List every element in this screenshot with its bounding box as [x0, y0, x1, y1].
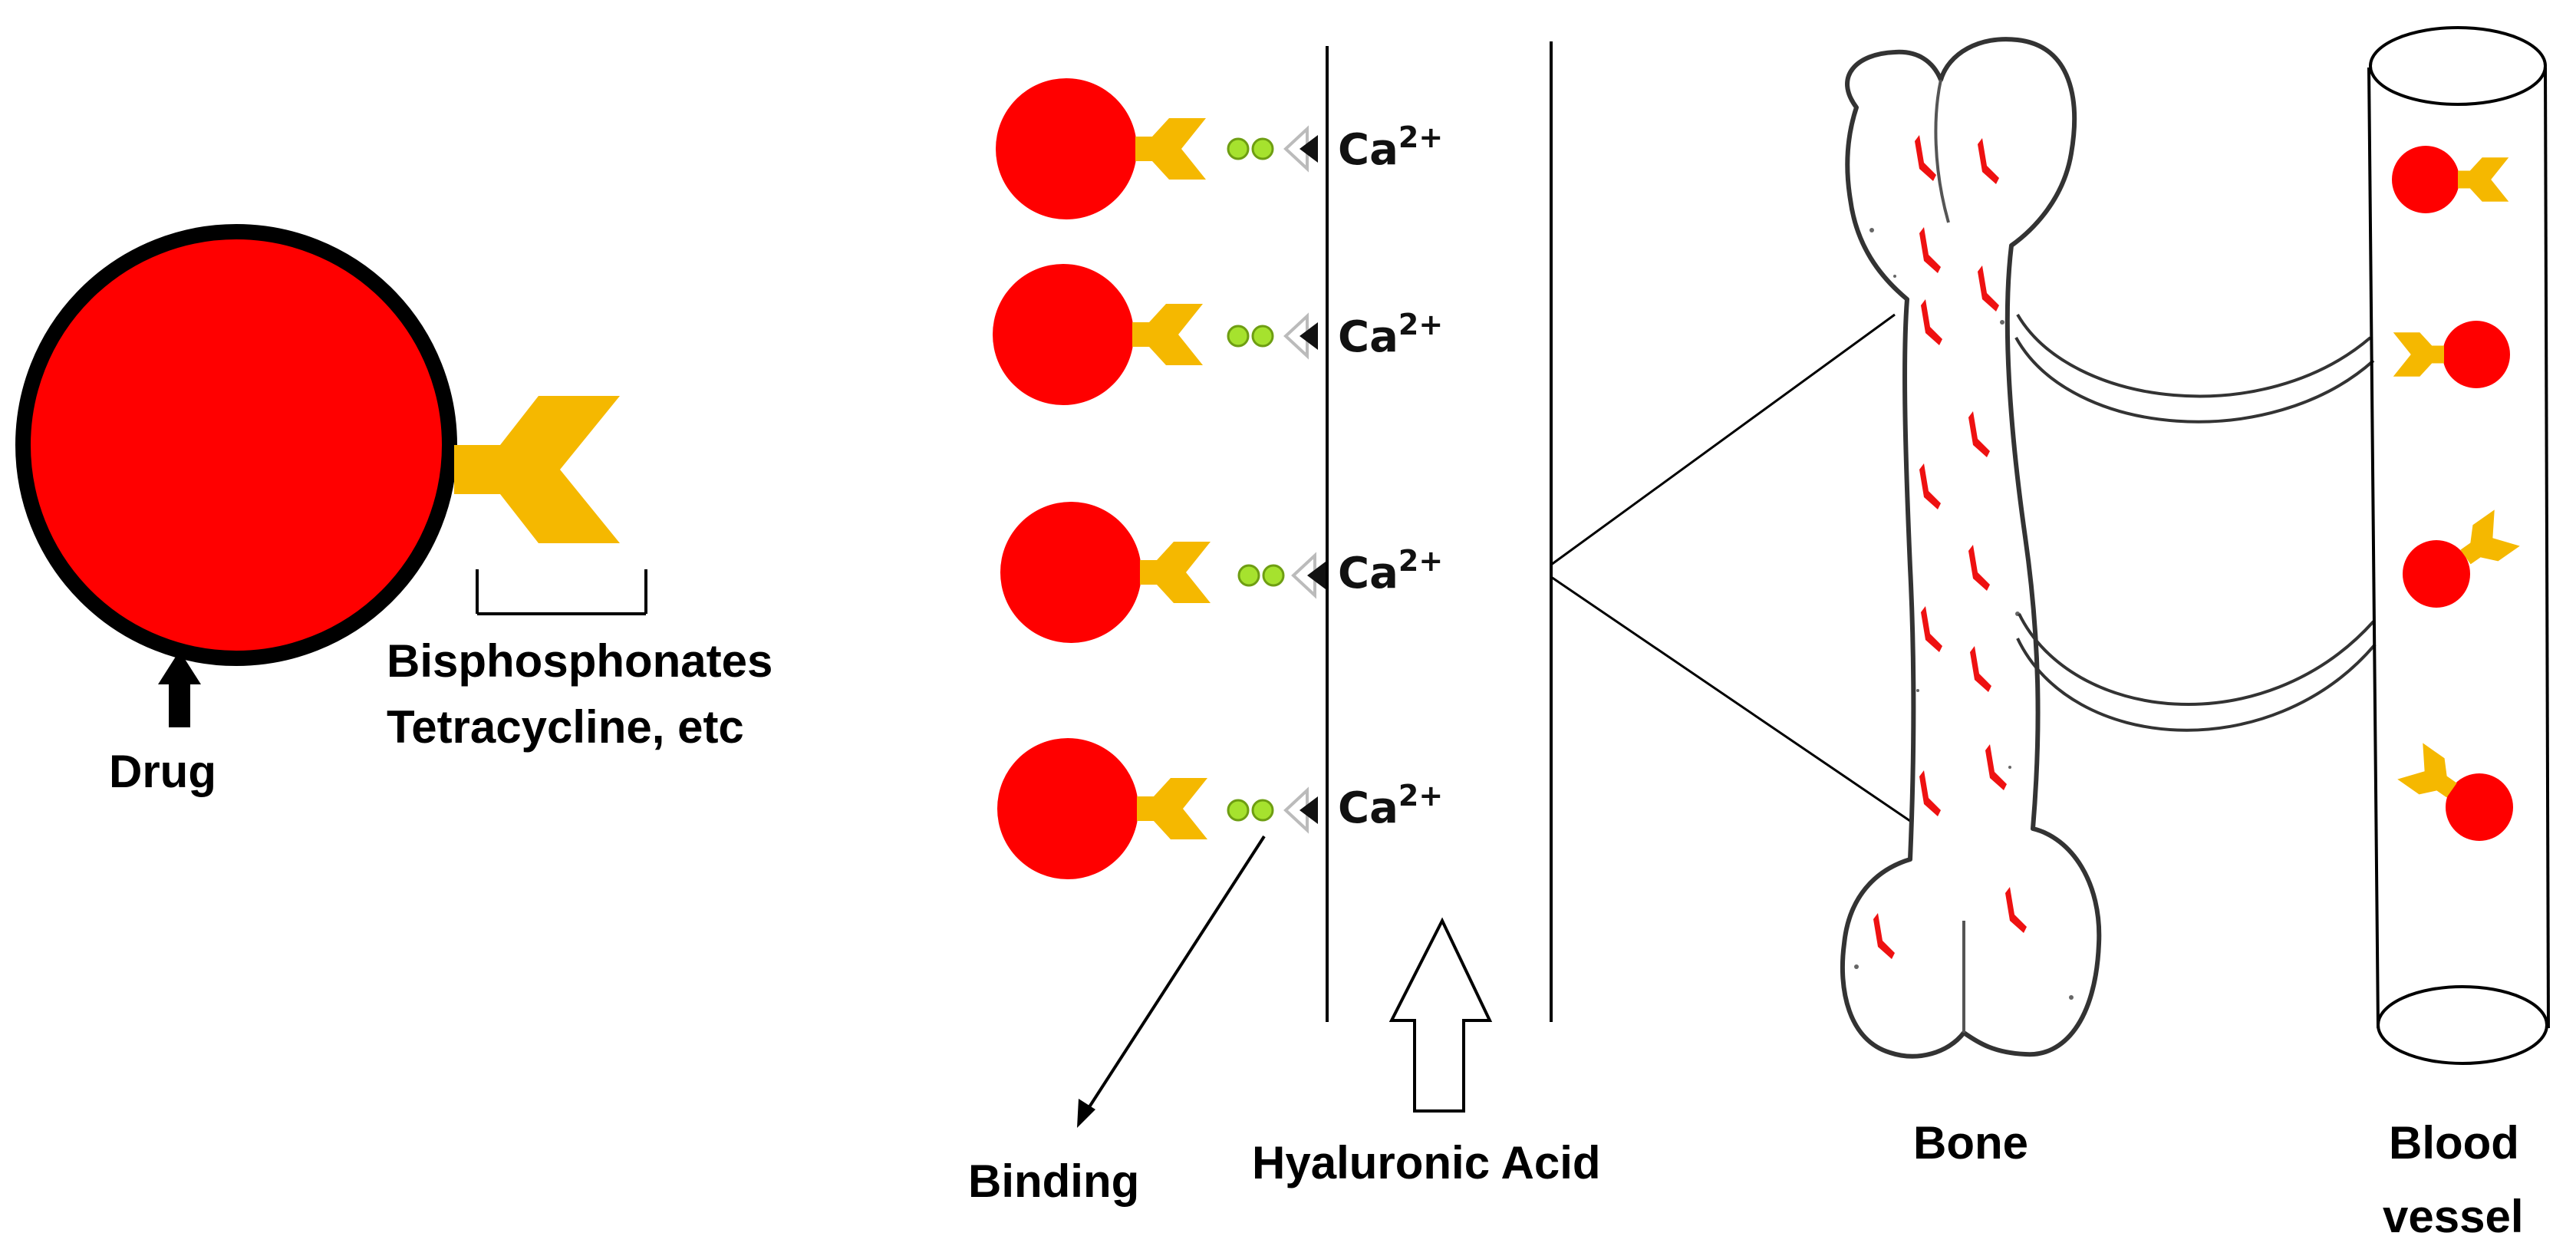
ligand-small — [1137, 778, 1207, 839]
blood-vessel-label-line2: vessel — [2383, 1191, 2524, 1242]
calcium-label: Ca2+ — [1338, 308, 1443, 362]
binding-dot — [1251, 325, 1274, 348]
blood-vessel-label-line1: Blood — [2389, 1117, 2519, 1169]
calcium-receptor — [1284, 315, 1319, 358]
calcium-label: Ca2+ — [1338, 779, 1443, 833]
connector-curve — [2016, 638, 2377, 732]
calcium-label: Ca2+ — [1338, 120, 1443, 175]
calcium-receptor — [1284, 789, 1319, 832]
bone-label: Bone — [1913, 1117, 2028, 1169]
connector-curve — [2016, 313, 2372, 398]
binding-label: Binding — [968, 1155, 1139, 1207]
diagonal-arrow-icon — [1077, 835, 1266, 1128]
calcium-receptor — [1292, 554, 1327, 597]
up-arrow-icon — [158, 651, 201, 727]
ligand-small — [1140, 542, 1211, 603]
binding-dot — [1237, 564, 1260, 587]
blood-vessel-illustration — [2367, 26, 2550, 1065]
hyaluronic-acid-label: Hyaluronic Acid — [1252, 1137, 1601, 1188]
zoom-line-upper — [1550, 313, 1896, 566]
binding-dot — [1227, 137, 1250, 160]
ligand-bracket — [476, 569, 647, 615]
binding-row — [997, 738, 1319, 879]
connector-curve — [2018, 613, 2375, 706]
hollow-up-arrow-icon — [1388, 917, 1493, 1113]
connector-curve — [2014, 337, 2375, 424]
bone-illustration — [1840, 37, 2102, 1059]
binding-dot — [1262, 564, 1285, 587]
ligand-label-line1: Bisphosphonates — [387, 635, 772, 687]
ligand-large — [454, 396, 620, 543]
drug-circle-small — [993, 264, 1134, 405]
drug-label: Drug — [109, 746, 216, 797]
binding-row — [1000, 502, 1327, 643]
drug-circle-small — [1000, 502, 1141, 643]
drug-circle — [15, 224, 457, 666]
binding-dot — [1251, 799, 1274, 822]
drug-circle-small — [997, 738, 1138, 879]
zoom-line-lower — [1550, 575, 1911, 822]
binding-dot — [1227, 799, 1250, 822]
binding-dot — [1227, 325, 1250, 348]
ligand-small — [1132, 304, 1203, 365]
binding-row — [993, 264, 1319, 405]
ligand-label-line2: Tetracycline, etc — [387, 701, 744, 753]
drug-conjugate-large — [15, 224, 647, 727]
ligand-small — [1135, 118, 1206, 180]
calcium-receptor — [1284, 127, 1319, 170]
calcium-label: Ca2+ — [1338, 544, 1443, 598]
drug-circle-small — [996, 78, 1137, 219]
binding-row — [996, 78, 1319, 219]
binding-dot — [1251, 137, 1274, 160]
